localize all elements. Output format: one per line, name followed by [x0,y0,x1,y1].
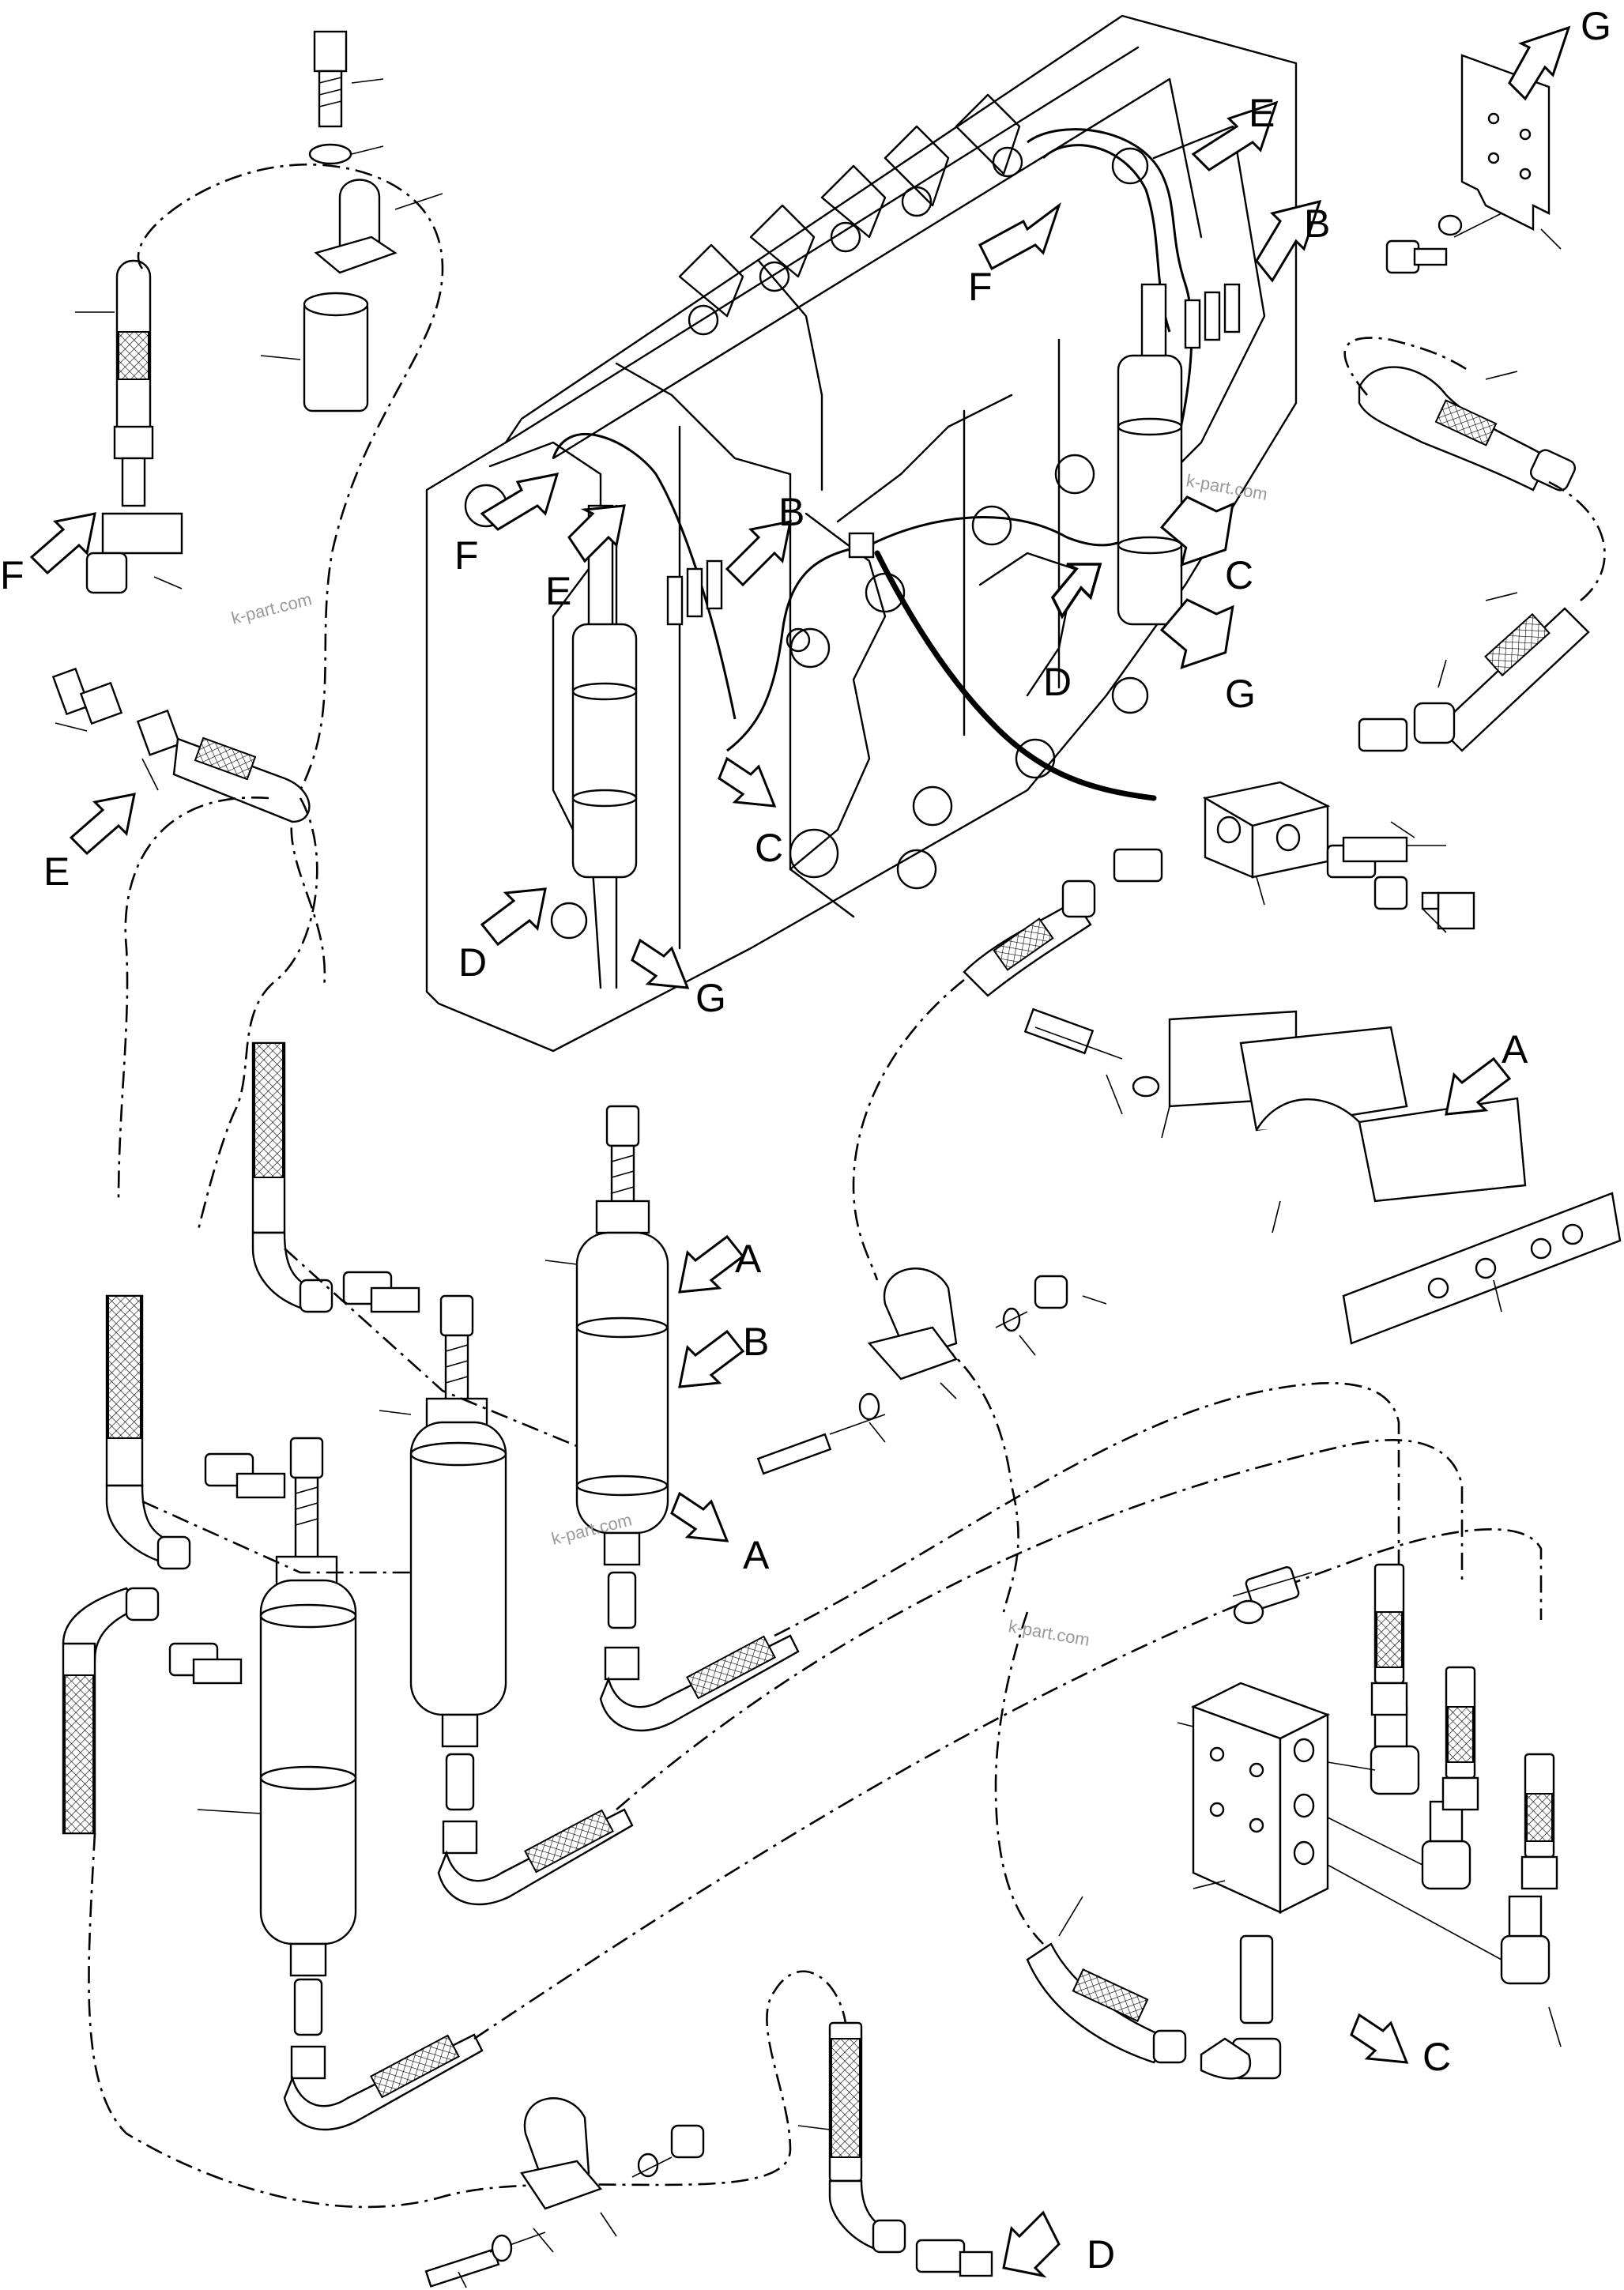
valve-block [1177,1566,1562,2080]
dashed-hose-route-7 [284,1248,578,1448]
arrow-c-right [1159,495,1234,567]
arrow-a-acc-bottom [670,1491,729,1542]
dashed-hose-route-6 [852,978,965,1281]
arrow-d-right [1050,563,1102,620]
arrow-e-top [1191,100,1279,171]
dashed-hose-route-4 [1343,337,1471,396]
hose-e-left [51,667,311,823]
dashed-hose-route-1 [137,163,444,989]
arrow-g-right [1159,598,1234,670]
arrow-e-frame [567,504,626,563]
arrow-b-acc [678,1329,745,1388]
label-d-bottom: D [1087,2232,1115,2277]
hose-lower-right [1026,1896,1251,2080]
label-g-frame: G [695,976,726,1020]
arrow-f-far-left [29,512,96,575]
callout-arrows [29,25,1571,2278]
label-a-clamp: A [1502,1027,1528,1072]
junction-block-top [1113,781,1475,933]
watermarks: k-part.com k-part.com k-part.com k-part.… [229,470,1269,1650]
label-g-top: G [1581,4,1611,48]
clamp-bottom [424,2097,705,2288]
dashed-hose-route-9 [774,1382,1400,1637]
label-a-acc-bottom: A [743,1533,770,1577]
dashed-hose-route-3 [117,797,269,1202]
arrow-b-frame [725,520,792,587]
arrow-d-frame [480,887,547,947]
arrow-c-frame [718,756,777,808]
label-b-frame: B [778,490,804,534]
hose-bottom-d [797,2021,993,2277]
accumulator-hoses [62,1041,800,2131]
arrow-b-top [1255,199,1322,283]
label-c-valve: C [1422,2035,1451,2079]
dashed-hose-route-2 [196,797,318,1234]
label-e-far-left: E [43,849,70,894]
accumulator-1 [544,1105,669,1681]
arrow-a-clamp [1445,1056,1512,1116]
label-f-far-left: F [0,553,24,597]
arrow-g-frame [631,938,690,989]
clamp-middle [756,1267,1107,1475]
dashed-hose-route-14 [940,1342,1019,1613]
split-clamp-assembly [1023,1008,1622,1345]
label-c-right: C [1225,553,1253,597]
label-a-acc-top: A [735,1237,762,1281]
frame-mounted-accumulator-right [1117,283,1241,626]
label-b-acc: B [743,1320,769,1364]
bracket-plate-g [1385,54,1562,274]
arrow-e-far-left [69,793,136,856]
arrow-f-left [480,473,560,531]
label-f-top: F [968,265,993,309]
hose-top-left [75,259,183,594]
dashed-hose-route-11 [473,1528,1543,2040]
dashed-hose-route-5 [1548,480,1606,602]
label-f-left: F [454,533,479,578]
label-b-top: B [1304,202,1330,246]
arrow-a-acc-top [678,1234,745,1294]
vertical-hoses-right [1370,1563,1558,1890]
label-g-right: G [1225,672,1256,716]
label-e-top: E [1249,91,1275,135]
watermark-1: k-part.com [229,589,314,627]
arrow-f-top [978,202,1061,271]
junction-fittings [1342,821,1440,910]
watermark-4: k-part.com [1007,1616,1091,1650]
arrow-c-valve [1350,2013,1409,2064]
arrow-g-top [1508,25,1571,101]
label-c-frame: C [755,826,783,870]
hose-diagonal-right [1358,592,1590,752]
frame-mounted-accumulator-left [571,504,723,879]
accumulator-2 [379,1294,507,1855]
label-d-right: D [1043,660,1072,704]
label-d-frame: D [458,940,487,985]
accumulator-3 [197,1437,357,2080]
hose-middle-right [963,879,1096,997]
top-left-clamp-assembly [260,30,443,412]
dashed-hose-route-13 [994,1611,1044,1945]
label-e-frame: E [545,569,571,613]
callout-labels: G E B F B C F E D G C D G E A A B A C D … [0,4,1611,2277]
dashed-hose-route-8 [141,1500,411,1574]
dashed-hose-route-10 [616,1439,1464,1810]
hose-top-right [1358,366,1577,492]
arrow-d-bottom [1002,2210,1061,2278]
watermark-2: k-part.com [1185,470,1269,504]
